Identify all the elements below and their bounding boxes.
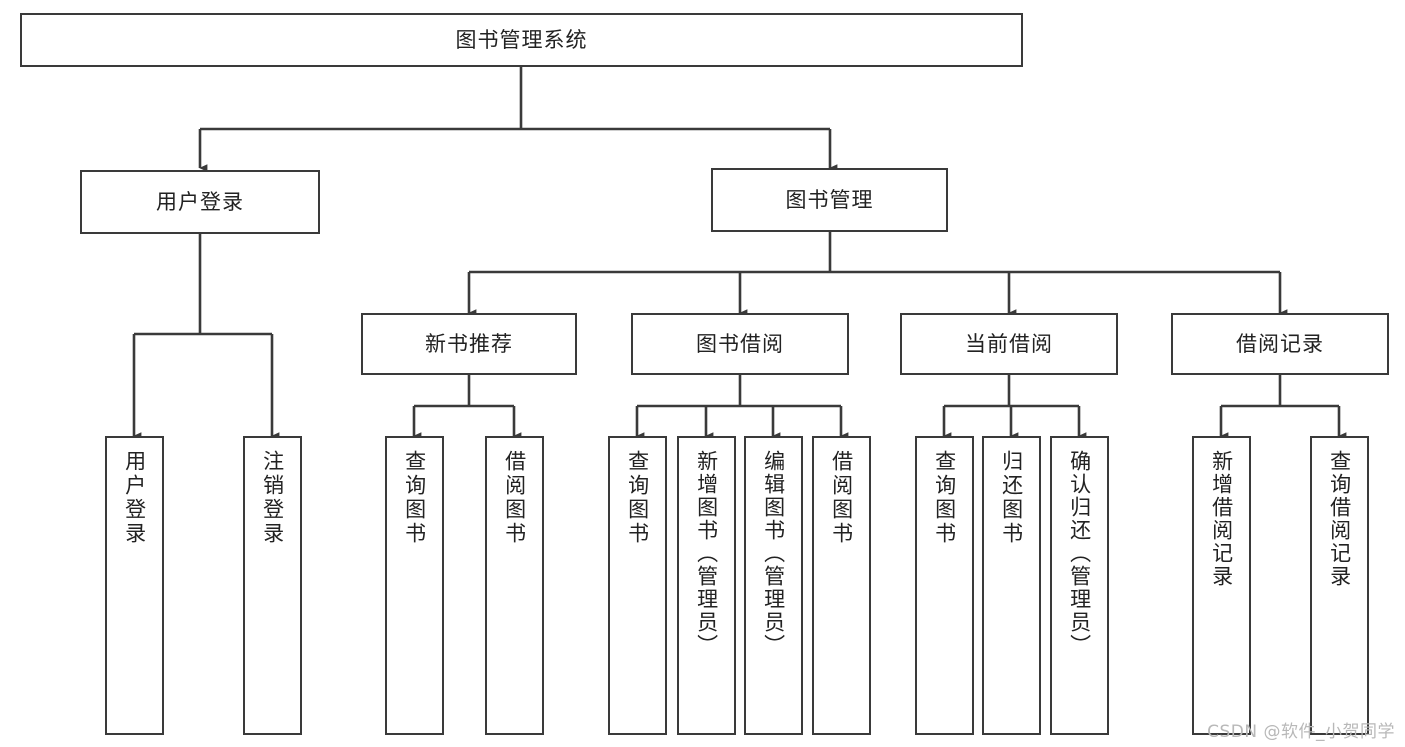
- node-leaf-query-book-2[interactable]: 查询图书: [608, 436, 667, 735]
- node-root-label: 图书管理系统: [455, 27, 588, 52]
- node-book-borrow-label: 图书借阅: [696, 331, 784, 356]
- node-root[interactable]: 图书管理系统: [20, 13, 1023, 67]
- node-borrow-record-label: 借阅记录: [1236, 331, 1324, 356]
- node-borrow-record[interactable]: 借阅记录: [1171, 313, 1389, 375]
- node-leaf-return-book-label: 归还图书: [999, 450, 1024, 546]
- node-leaf-user-login-label: 用户登录: [122, 450, 147, 546]
- node-new-book-recommend-label: 新书推荐: [425, 331, 513, 356]
- node-book-management-label: 图书管理: [785, 187, 874, 212]
- watermark-text: CSDN @软件_小贺同学: [1207, 722, 1395, 742]
- node-user-login-label: 用户登录: [156, 189, 244, 214]
- node-leaf-return-book[interactable]: 归还图书: [982, 436, 1041, 735]
- node-leaf-borrow-book-2[interactable]: 借阅图书: [812, 436, 871, 735]
- node-current-borrow[interactable]: 当前借阅: [900, 313, 1118, 375]
- node-leaf-confirm-return-label: 确认归还（管理员）: [1067, 450, 1092, 657]
- node-new-book-recommend[interactable]: 新书推荐: [361, 313, 577, 375]
- node-leaf-borrow-book-2-label: 借阅图书: [829, 450, 854, 546]
- node-leaf-query-borrow-record-label: 查询借阅记录: [1327, 450, 1352, 588]
- node-leaf-logout-label: 注销登录: [260, 450, 285, 546]
- node-current-borrow-label: 当前借阅: [965, 331, 1053, 356]
- node-leaf-confirm-return[interactable]: 确认归还（管理员）: [1050, 436, 1109, 735]
- node-leaf-query-book-3[interactable]: 查询图书: [915, 436, 974, 735]
- node-leaf-borrow-book-1[interactable]: 借阅图书: [485, 436, 544, 735]
- node-leaf-edit-book[interactable]: 编辑图书（管理员）: [744, 436, 803, 735]
- node-leaf-query-borrow-record[interactable]: 查询借阅记录: [1310, 436, 1369, 735]
- node-leaf-edit-book-label: 编辑图书（管理员）: [761, 450, 786, 657]
- node-leaf-query-book-1[interactable]: 查询图书: [385, 436, 444, 735]
- node-book-management[interactable]: 图书管理: [711, 168, 948, 232]
- node-book-borrow[interactable]: 图书借阅: [631, 313, 849, 375]
- node-leaf-query-book-3-label: 查询图书: [932, 450, 957, 546]
- node-leaf-borrow-book-1-label: 借阅图书: [502, 450, 527, 546]
- node-leaf-query-book-1-label: 查询图书: [402, 450, 427, 546]
- node-leaf-add-borrow-record-label: 新增借阅记录: [1209, 450, 1234, 588]
- node-leaf-add-book[interactable]: 新增图书（管理员）: [677, 436, 736, 735]
- node-leaf-add-borrow-record[interactable]: 新增借阅记录: [1192, 436, 1251, 735]
- node-user-login[interactable]: 用户登录: [80, 170, 320, 234]
- node-leaf-user-login[interactable]: 用户登录: [105, 436, 164, 735]
- node-leaf-logout[interactable]: 注销登录: [243, 436, 302, 735]
- node-leaf-add-book-label: 新增图书（管理员）: [694, 450, 719, 657]
- node-leaf-query-book-2-label: 查询图书: [625, 450, 650, 546]
